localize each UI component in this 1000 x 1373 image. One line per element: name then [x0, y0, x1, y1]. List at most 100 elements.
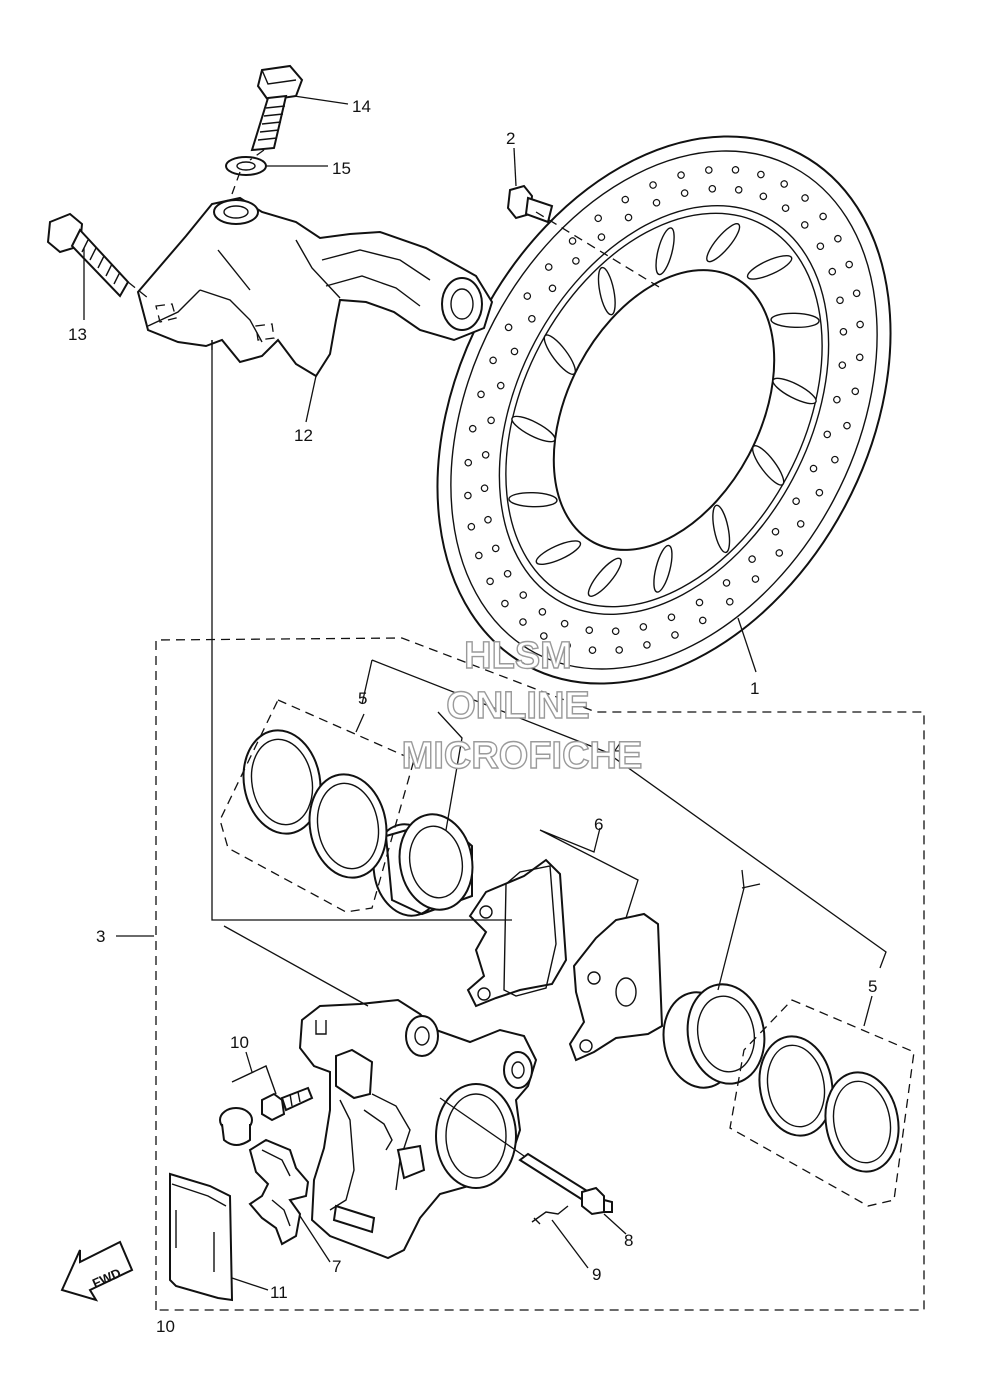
label-bracket: 12 [294, 426, 313, 445]
disc-hole [801, 194, 809, 202]
disc-hole [548, 284, 557, 293]
disc-hole [838, 361, 847, 369]
disc-hole [585, 626, 594, 634]
label-pad-spring: 7 [332, 1257, 341, 1276]
bleed-screw [261, 1086, 314, 1122]
brake-pad-front [466, 858, 568, 1008]
disc-hole [563, 641, 571, 650]
disc-hole [568, 237, 577, 245]
seal-group-right-box [729, 999, 915, 1207]
disc-hole [486, 577, 494, 586]
disc-hole [588, 646, 597, 654]
disc-hole [725, 597, 734, 606]
disc-hole [621, 195, 630, 204]
disc-hole [851, 387, 860, 396]
disc-hole [540, 632, 548, 640]
disc-hole [677, 171, 685, 179]
disc-slot [770, 312, 820, 329]
label-disc: 1 [750, 679, 759, 698]
disc-hole [615, 646, 624, 654]
disc-hole [594, 214, 603, 223]
label-bolt: 2 [506, 129, 515, 148]
disc-hole [544, 263, 553, 271]
disc-hole [464, 491, 472, 500]
label-bleed-screw: 10 [230, 1033, 249, 1052]
watermark-line-2: ONLINE [446, 685, 590, 727]
disc-slot [752, 445, 785, 486]
label-pin-clip: 9 [592, 1265, 601, 1284]
disc-hole [519, 591, 528, 599]
label-bracket-bolt: 13 [68, 325, 87, 344]
disc-hole [833, 395, 841, 404]
part-labels: 1 2 3 4 5 5 6 7 8 9 10 10 11 12 13 14 15 [68, 97, 877, 1336]
label-washer: 15 [332, 159, 351, 178]
disc-hole [572, 257, 580, 265]
disc-hole [834, 234, 842, 243]
piston-right [662, 983, 766, 1089]
disc-hole [477, 390, 485, 399]
label-top-bolt: 14 [352, 97, 371, 116]
disc-hole [496, 381, 505, 390]
disc-hole [819, 212, 827, 221]
disc-hole [464, 458, 473, 467]
disc-hole [510, 347, 519, 356]
disc-slot [597, 266, 616, 316]
disc-hole [560, 619, 569, 628]
disc-hole [828, 267, 837, 276]
disc-hole [796, 520, 805, 528]
disc-hole [643, 641, 651, 649]
disc-hole [823, 430, 832, 439]
disc-hole [667, 613, 676, 622]
disc-hole [780, 180, 788, 188]
disc-hole [523, 292, 532, 300]
label-shim: 11 [270, 1283, 288, 1302]
disc-hole [487, 416, 495, 425]
label-pad-pin: 8 [624, 1231, 633, 1250]
disc-hole [501, 599, 509, 608]
bleed-cap [219, 1107, 253, 1146]
fwd-arrow-icon: FWD [60, 1240, 134, 1302]
disc-hole [671, 631, 679, 639]
disc-hole [611, 627, 620, 636]
disc-hole [816, 242, 825, 251]
disc-hole [751, 575, 760, 583]
leader-lines [83, 95, 887, 1291]
disc-hole [855, 353, 864, 362]
disc-hole [624, 213, 633, 222]
piston-left [372, 813, 474, 917]
disc-hole [680, 189, 689, 197]
disc-hole [839, 327, 848, 336]
disc-hole [731, 166, 740, 174]
disc-hole [480, 484, 489, 493]
disc-hole [695, 598, 704, 607]
disc-hole [484, 515, 492, 524]
label-caliper-assembly: 3 [96, 927, 105, 946]
disc-hole [467, 522, 476, 531]
watermark-line-1: HLSM [464, 635, 572, 677]
disc-hole [519, 618, 527, 626]
disc-hole [748, 555, 756, 563]
brake-pad-rear [568, 912, 664, 1062]
bolt-2 [506, 184, 554, 224]
disc-hole [815, 488, 824, 497]
disc-hole [649, 181, 657, 189]
disc-slot [712, 504, 731, 554]
label-piston-group: 4 [614, 739, 623, 758]
disc-hole [809, 464, 818, 473]
label-seal-kit-right: 5 [868, 977, 877, 996]
disc-hole [734, 186, 743, 194]
disc-hole [475, 551, 483, 560]
disc-slot [535, 540, 582, 566]
disc-hole [831, 455, 839, 464]
seal-kit-right [758, 1035, 900, 1173]
pin-clip [531, 1205, 569, 1225]
disc-slot [508, 491, 558, 508]
bleed-group-box [231, 1065, 277, 1095]
washer-15 [225, 156, 267, 176]
bolt-13 [46, 212, 130, 298]
disc-slot [511, 415, 556, 443]
pad-pin [518, 1152, 613, 1216]
caliper-body [298, 998, 538, 1260]
disc-hole [845, 260, 853, 269]
